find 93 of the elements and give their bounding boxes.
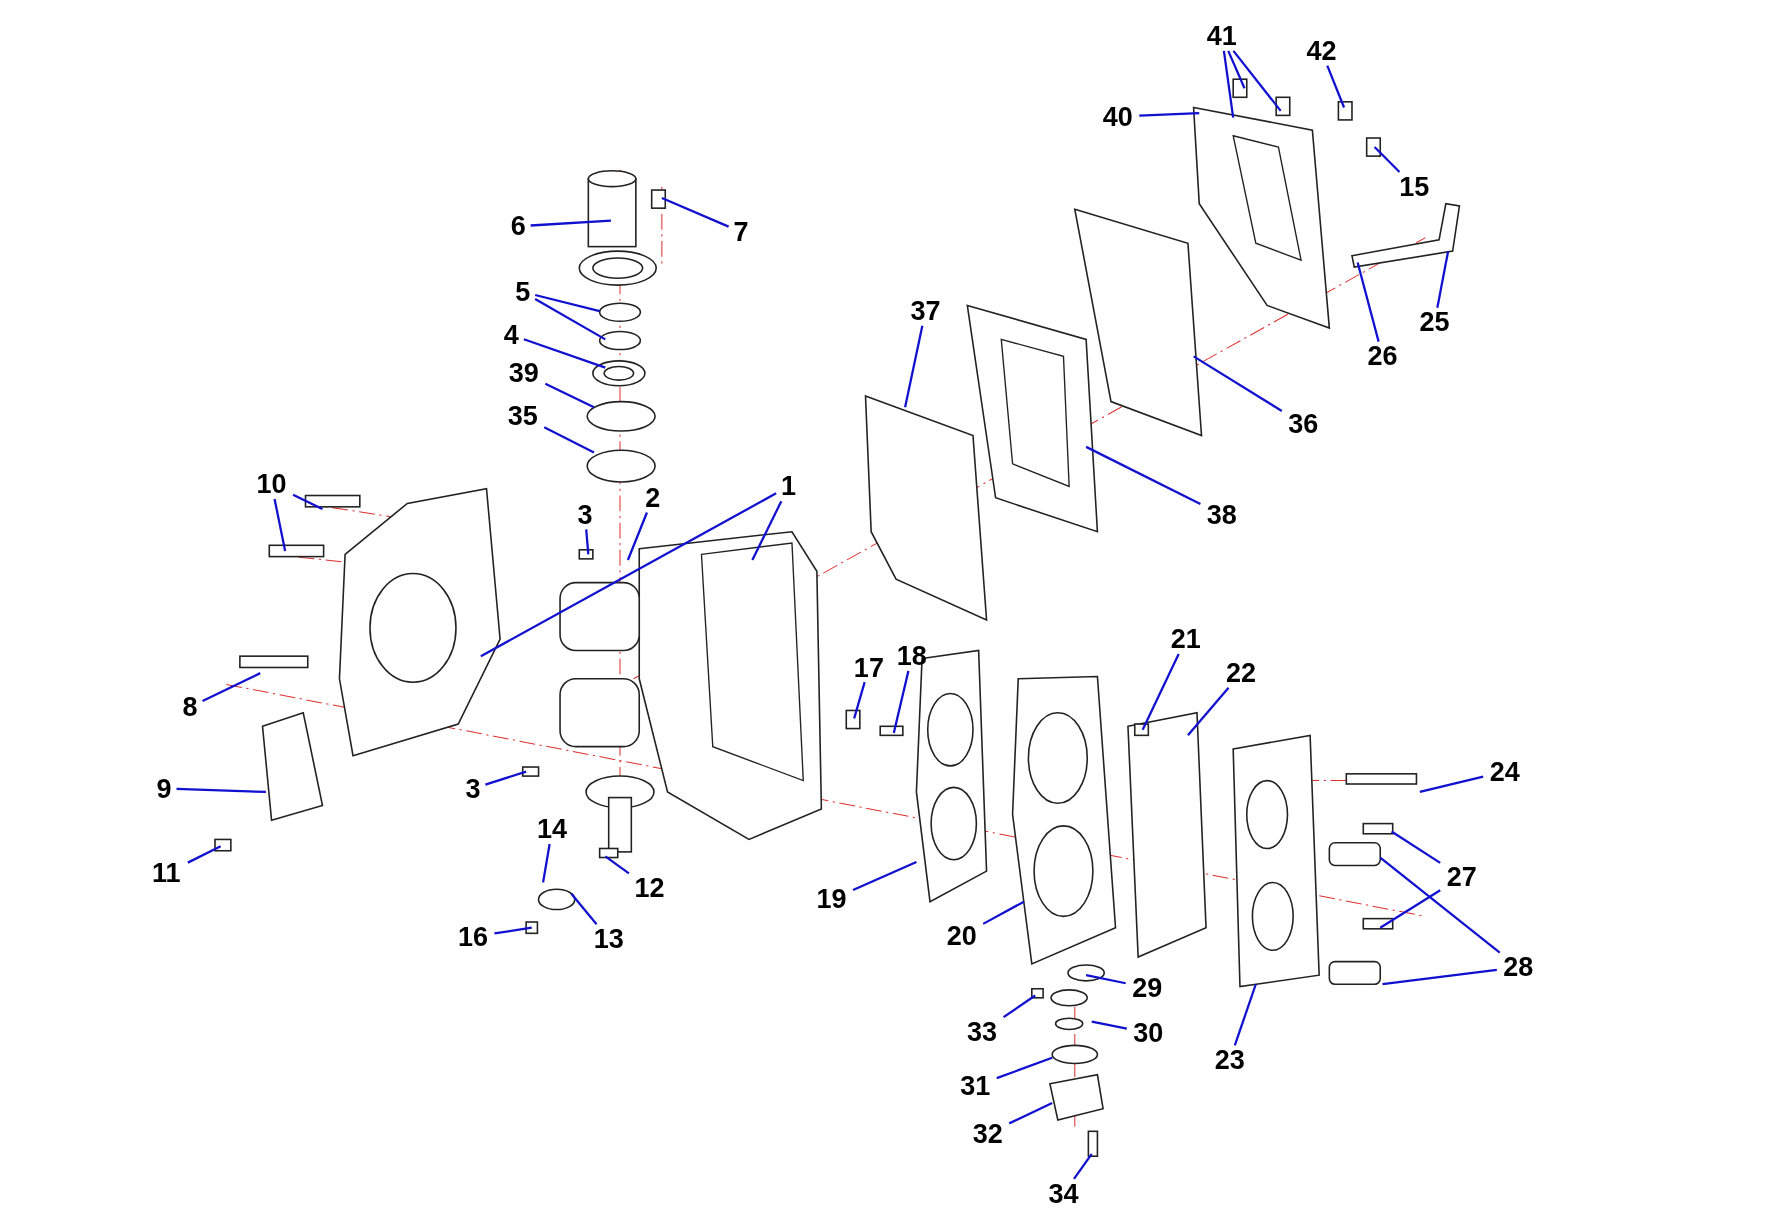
leader-line	[1390, 830, 1441, 864]
leader-line	[1373, 146, 1401, 173]
leader-line	[541, 843, 551, 883]
callout-number: 14	[537, 815, 568, 843]
leader-line	[1141, 653, 1180, 731]
leader-line	[1326, 65, 1346, 108]
leader-line	[751, 500, 783, 561]
leader-line	[1419, 775, 1484, 793]
leader-line	[1233, 983, 1257, 1046]
leader-line	[626, 512, 648, 561]
callout-number: 8	[182, 693, 198, 721]
leader-line	[480, 492, 777, 658]
leader-line	[1002, 994, 1036, 1019]
callout-number: 41	[1206, 22, 1237, 50]
callout-number: 34	[1048, 1180, 1079, 1208]
callout-number: 36	[1288, 410, 1319, 438]
leader-line	[530, 219, 612, 227]
callout-number: 38	[1206, 501, 1237, 529]
leader-line	[494, 926, 532, 935]
callout-number: 15	[1399, 173, 1430, 201]
callout-number: 3	[577, 501, 593, 529]
callout-number: 13	[593, 925, 624, 953]
callout-number: 2	[645, 484, 661, 512]
leader-line	[534, 298, 606, 341]
leader-line	[1085, 445, 1201, 505]
leader-line	[1222, 50, 1235, 118]
callout-number: 33	[967, 1018, 998, 1046]
leader-line	[1193, 355, 1283, 412]
callout-number: 40	[1102, 103, 1133, 131]
callout-number: 7	[733, 218, 749, 246]
leader-line	[1008, 1102, 1053, 1125]
callout-number: 24	[1489, 758, 1520, 786]
callout-number: 19	[816, 885, 847, 913]
leader-line	[585, 529, 590, 555]
leader-line	[892, 670, 910, 734]
leader-line	[1091, 1020, 1128, 1030]
callout-number: 17	[853, 654, 884, 681]
leader-line	[1382, 968, 1497, 986]
leader-line	[1187, 687, 1230, 737]
callout-number: 6	[510, 212, 526, 240]
leader-line	[1356, 262, 1380, 342]
leader-line	[543, 426, 595, 454]
leader-line	[1379, 856, 1501, 954]
callout-number: 20	[946, 922, 977, 950]
callout-number: 10	[256, 470, 287, 498]
leader-line	[1379, 889, 1441, 929]
callout-number: 25	[1419, 308, 1450, 336]
leader-line	[570, 893, 598, 925]
leader-line	[544, 382, 595, 409]
callout-number: 12	[634, 874, 665, 902]
callout-number: 29	[1132, 974, 1163, 1002]
callout-number: 42	[1306, 37, 1337, 65]
callout-number: 9	[156, 775, 172, 803]
leader-line	[1232, 50, 1282, 112]
leader-line	[1227, 50, 1246, 89]
callout-number: 39	[508, 359, 539, 387]
leader-line	[661, 196, 730, 228]
callout-number: 18	[896, 642, 927, 670]
callout-number: 35	[507, 402, 538, 430]
callout-number: 21	[1170, 625, 1201, 653]
leader-line	[1085, 974, 1126, 985]
leader-line	[292, 493, 323, 511]
leader-line	[1436, 250, 1450, 308]
leader-line	[904, 325, 924, 408]
callout-number: 16	[457, 923, 488, 951]
callout-number: 11	[152, 859, 181, 887]
callout-number: 31	[960, 1072, 991, 1100]
callout-number: 28	[1503, 953, 1534, 981]
leader-line	[202, 672, 261, 703]
callout-number: 37	[910, 297, 941, 325]
callout-number: 30	[1133, 1019, 1164, 1047]
callout-number: 23	[1214, 1046, 1245, 1074]
leader-line	[853, 681, 866, 719]
leader-line	[1139, 112, 1200, 117]
callout-number: 32	[972, 1120, 1003, 1148]
callout-number: 26	[1367, 342, 1398, 370]
callout-number: 27	[1446, 863, 1477, 891]
callout-number: 5	[515, 278, 531, 306]
leader-line	[534, 293, 600, 313]
leader-line	[982, 900, 1025, 925]
callout-number: 22	[1226, 659, 1257, 687]
callout-number: 4	[503, 321, 519, 349]
leader-line	[1073, 1153, 1093, 1180]
leader-line	[604, 855, 630, 875]
leader-line	[273, 498, 287, 552]
leader-line	[176, 787, 266, 794]
leader-line	[187, 845, 222, 864]
callout-number: 3	[465, 775, 481, 803]
leader-line	[852, 861, 917, 891]
leader-line	[523, 338, 606, 369]
callout-number: 1	[781, 473, 797, 500]
leader-line	[485, 770, 527, 786]
leader-line	[996, 1056, 1053, 1080]
